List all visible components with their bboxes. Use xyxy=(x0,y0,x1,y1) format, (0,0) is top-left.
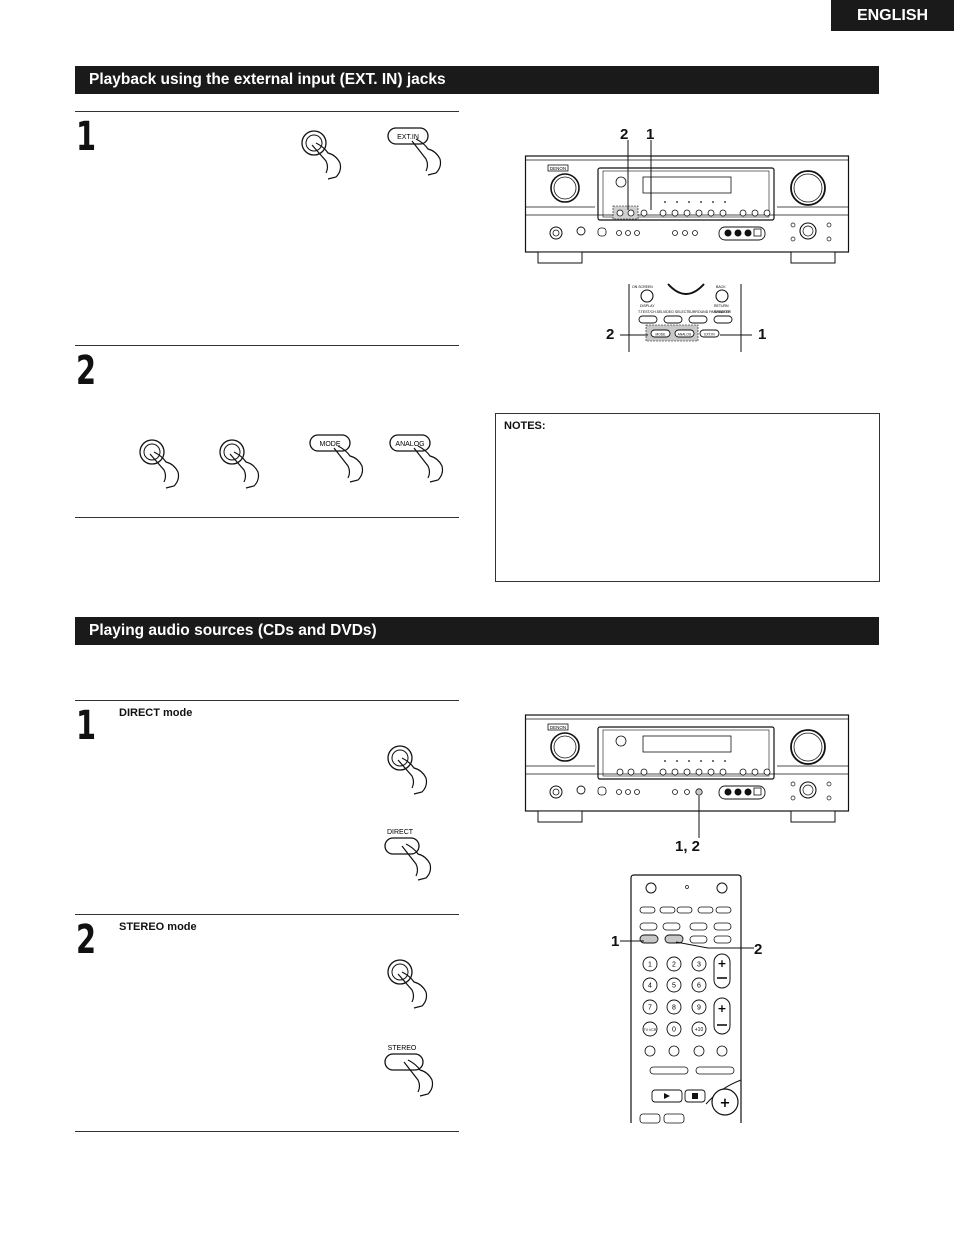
remote-control-illustration: 1 2 3 4 5 6 7 8 9 TV VCR 0 +10 + + + xyxy=(630,874,742,1124)
key: 1 xyxy=(648,962,652,969)
callout-1: 1 xyxy=(758,326,767,343)
press-button-icon xyxy=(387,745,428,795)
callout-2: 2 xyxy=(754,941,763,958)
notes-label: NOTES: xyxy=(504,420,546,432)
divider xyxy=(75,700,459,701)
divider xyxy=(75,1131,459,1132)
remote-label: ON SCREEN xyxy=(632,285,653,289)
step-number: 1 xyxy=(76,703,97,749)
remote-label: SURROUND PARAMETER xyxy=(688,310,731,314)
divider xyxy=(75,345,459,346)
remote-label: SPEAKER xyxy=(714,310,731,314)
key: 4 xyxy=(648,983,652,990)
press-button-icon xyxy=(219,439,260,489)
step-number: 1 xyxy=(76,114,97,160)
ext-in-button-icon: EXT.IN xyxy=(387,127,442,176)
key: 7 xyxy=(648,1005,652,1012)
analog-button-icon: ANALOG xyxy=(389,434,444,483)
section-title-ext-in: Playback using the external input (EXT. … xyxy=(75,66,879,94)
press-button-icon xyxy=(139,439,180,489)
divider xyxy=(75,111,459,112)
stereo-button-icon: STEREO xyxy=(384,1045,434,1097)
key: 3 xyxy=(697,962,701,969)
svg-text:+: + xyxy=(717,957,726,970)
key: TV VCR xyxy=(644,1028,657,1032)
key: 2 xyxy=(672,962,676,969)
receiver-front-panel-illustration: DENON xyxy=(524,714,850,823)
remote-label: RETURN xyxy=(714,304,729,308)
key: 0 xyxy=(672,1027,676,1034)
key: 9 xyxy=(697,1005,701,1012)
stereo-mode-label: STEREO mode xyxy=(119,921,197,933)
press-button-icon xyxy=(301,130,342,180)
callout-lines xyxy=(620,940,754,949)
remote-label: VIDEO SELECT xyxy=(663,310,689,314)
key: 5 xyxy=(672,983,676,990)
step-number: 2 xyxy=(76,348,97,394)
remote-label: BACK xyxy=(716,285,726,289)
key: 6 xyxy=(697,983,701,990)
callout-2: 2 xyxy=(620,126,629,143)
divider xyxy=(75,914,459,915)
mode-label: MODE xyxy=(320,441,341,448)
ext-in-button: EXT.IN xyxy=(704,333,715,337)
direct-mode-label: DIRECT mode xyxy=(119,707,193,719)
analog-label: ANALOG xyxy=(395,441,424,448)
remote-label: T.TEST/CH.SEL xyxy=(638,310,663,314)
language-tab: ENGLISH xyxy=(831,0,954,31)
svg-text:+: + xyxy=(720,1096,731,1111)
remote-detail-illustration: ON SCREEN BACK DISPLAY RETURN T.TEST/CH.… xyxy=(628,283,742,352)
section-title-audio-sources: Playing audio sources (CDs and DVDs) xyxy=(75,617,879,645)
key: 8 xyxy=(672,1005,676,1012)
callout-lines xyxy=(620,334,752,336)
remote-label: DISPLAY xyxy=(640,304,655,308)
svg-text:+: + xyxy=(717,1002,726,1015)
brand-logo: DENON xyxy=(550,166,566,171)
callout-2: 2 xyxy=(606,326,615,343)
analog-button: ANALOG xyxy=(678,333,692,337)
press-button-icon xyxy=(387,959,428,1009)
callout-lines xyxy=(627,140,652,210)
mode-button: MODE xyxy=(656,333,667,337)
callout-lines xyxy=(698,796,700,838)
direct-label: DIRECT xyxy=(387,829,414,836)
callout-1: 1 xyxy=(646,126,655,143)
receiver-front-panel-illustration: DENON xyxy=(524,155,850,264)
stereo-label: STEREO xyxy=(388,1045,417,1052)
divider xyxy=(75,517,459,518)
mode-button-icon: MODE xyxy=(309,434,364,483)
key: +10 xyxy=(695,1027,704,1033)
callout-1-2: 1, 2 xyxy=(675,838,701,855)
step-number: 2 xyxy=(76,917,97,963)
direct-button-icon: DIRECT xyxy=(384,829,432,881)
ext-in-label: EXT.IN xyxy=(397,134,419,141)
callout-1: 1 xyxy=(611,933,620,950)
notes-box: NOTES: xyxy=(495,413,880,582)
brand-logo: DENON xyxy=(550,725,566,730)
